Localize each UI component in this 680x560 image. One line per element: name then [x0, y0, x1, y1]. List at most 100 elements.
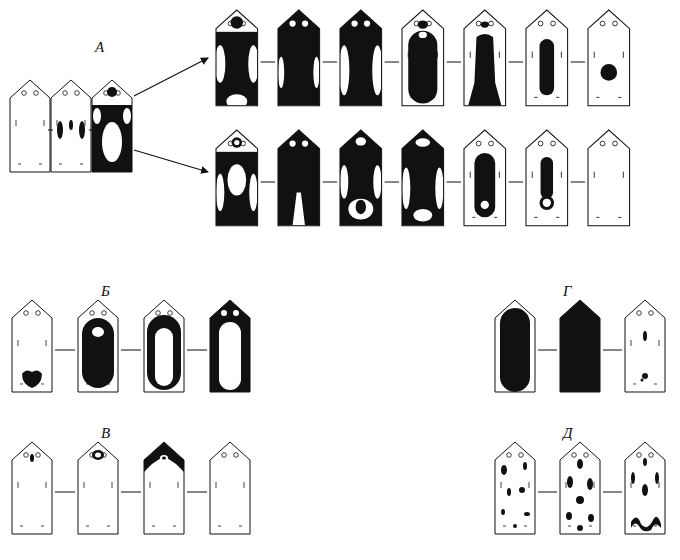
embryo	[92, 80, 132, 172]
stain-region	[302, 140, 308, 146]
stain-region	[93, 108, 101, 124]
embryo-outline	[144, 442, 184, 534]
embryo-outline	[210, 442, 250, 534]
stain-region	[577, 459, 583, 469]
stain-region	[293, 192, 305, 225]
embryo-outline	[464, 10, 506, 106]
sequence-dash	[571, 182, 585, 183]
landmark	[150, 482, 178, 526]
sequence-dash	[447, 62, 461, 63]
landmark	[501, 482, 529, 526]
stain-region	[22, 370, 42, 388]
landmark	[572, 453, 577, 458]
sequence-dash	[509, 62, 523, 63]
embryo-fill	[82, 311, 114, 388]
embryo-fill	[84, 450, 112, 526]
stain-region	[402, 130, 444, 226]
embryo	[495, 442, 535, 534]
landmark	[290, 141, 295, 146]
embryo-fill	[57, 91, 85, 164]
stain-region	[543, 199, 551, 207]
embryo-outline	[526, 130, 568, 226]
embryo-outline	[560, 442, 600, 534]
stain-region	[588, 514, 594, 522]
stain-region	[144, 442, 184, 472]
embryo	[340, 130, 382, 226]
stain-region	[435, 167, 443, 209]
stain-region	[642, 373, 648, 379]
sequence-dash	[509, 182, 523, 183]
landmark	[538, 21, 543, 26]
landmark	[222, 311, 227, 316]
embryo-fill	[500, 308, 530, 392]
embryo-fill	[147, 311, 181, 390]
embryo-outline	[625, 300, 665, 392]
stain-region	[340, 130, 382, 226]
landmark	[168, 311, 173, 316]
embryo-outline	[210, 300, 250, 392]
sequence-dash	[603, 350, 622, 351]
embryo-outline	[12, 442, 52, 534]
stain-region	[641, 379, 644, 382]
stain-region	[215, 45, 225, 82]
embryo-outline	[495, 442, 535, 534]
embryo-fill	[278, 10, 320, 106]
stain-region	[560, 300, 600, 392]
stain-region	[216, 152, 258, 226]
stain-region	[289, 140, 295, 146]
sequence-dash	[261, 182, 275, 183]
sequence-dash	[89, 130, 94, 131]
landmark	[352, 21, 357, 26]
landmark	[600, 21, 605, 26]
embryo-outline	[560, 300, 600, 392]
landmark	[24, 453, 29, 458]
embryo	[402, 10, 444, 106]
embryo	[339, 10, 383, 106]
embryo	[78, 442, 118, 534]
sequence-dash	[323, 182, 337, 183]
embryo-fill	[340, 130, 382, 226]
landmark	[637, 311, 642, 316]
embryo-outline	[402, 10, 444, 106]
embryo-fill	[566, 453, 594, 531]
embryo-fill	[470, 141, 499, 217]
stain-region	[340, 165, 348, 198]
embryo-outline	[495, 300, 535, 392]
embryo	[144, 300, 184, 392]
stain-region	[348, 199, 373, 220]
embryo-fill	[501, 453, 530, 528]
stain-region	[57, 121, 63, 139]
landmark	[551, 141, 556, 146]
stain-region	[643, 331, 647, 341]
embryo-outline	[278, 10, 320, 106]
stain-region	[302, 20, 308, 26]
embryo-outline	[78, 442, 118, 534]
embryo-fill	[216, 453, 244, 526]
sequence-dash	[385, 182, 399, 183]
sequence-dash	[538, 492, 557, 493]
panel-letter: Д	[563, 426, 573, 441]
embryo-fill	[402, 130, 444, 226]
stain-region	[567, 476, 573, 488]
stain-region	[540, 196, 555, 211]
stain-region	[501, 509, 505, 515]
sequence-dash	[187, 492, 207, 493]
landmark	[34, 91, 39, 96]
stain-region	[232, 137, 242, 147]
sequence-dash	[447, 182, 461, 183]
stain-region	[95, 453, 101, 458]
stain-region	[642, 484, 648, 496]
embryo-outline	[340, 130, 382, 226]
stain-region	[587, 478, 593, 490]
stain-region	[289, 20, 295, 26]
landmark	[102, 311, 107, 316]
stain-region	[540, 39, 555, 95]
sequence-dash	[603, 492, 622, 493]
stain-region	[226, 94, 247, 109]
embryo	[215, 10, 259, 109]
landmark	[476, 21, 481, 26]
landmark	[303, 141, 308, 146]
embryo-fill	[594, 141, 623, 217]
embryo	[210, 300, 250, 392]
